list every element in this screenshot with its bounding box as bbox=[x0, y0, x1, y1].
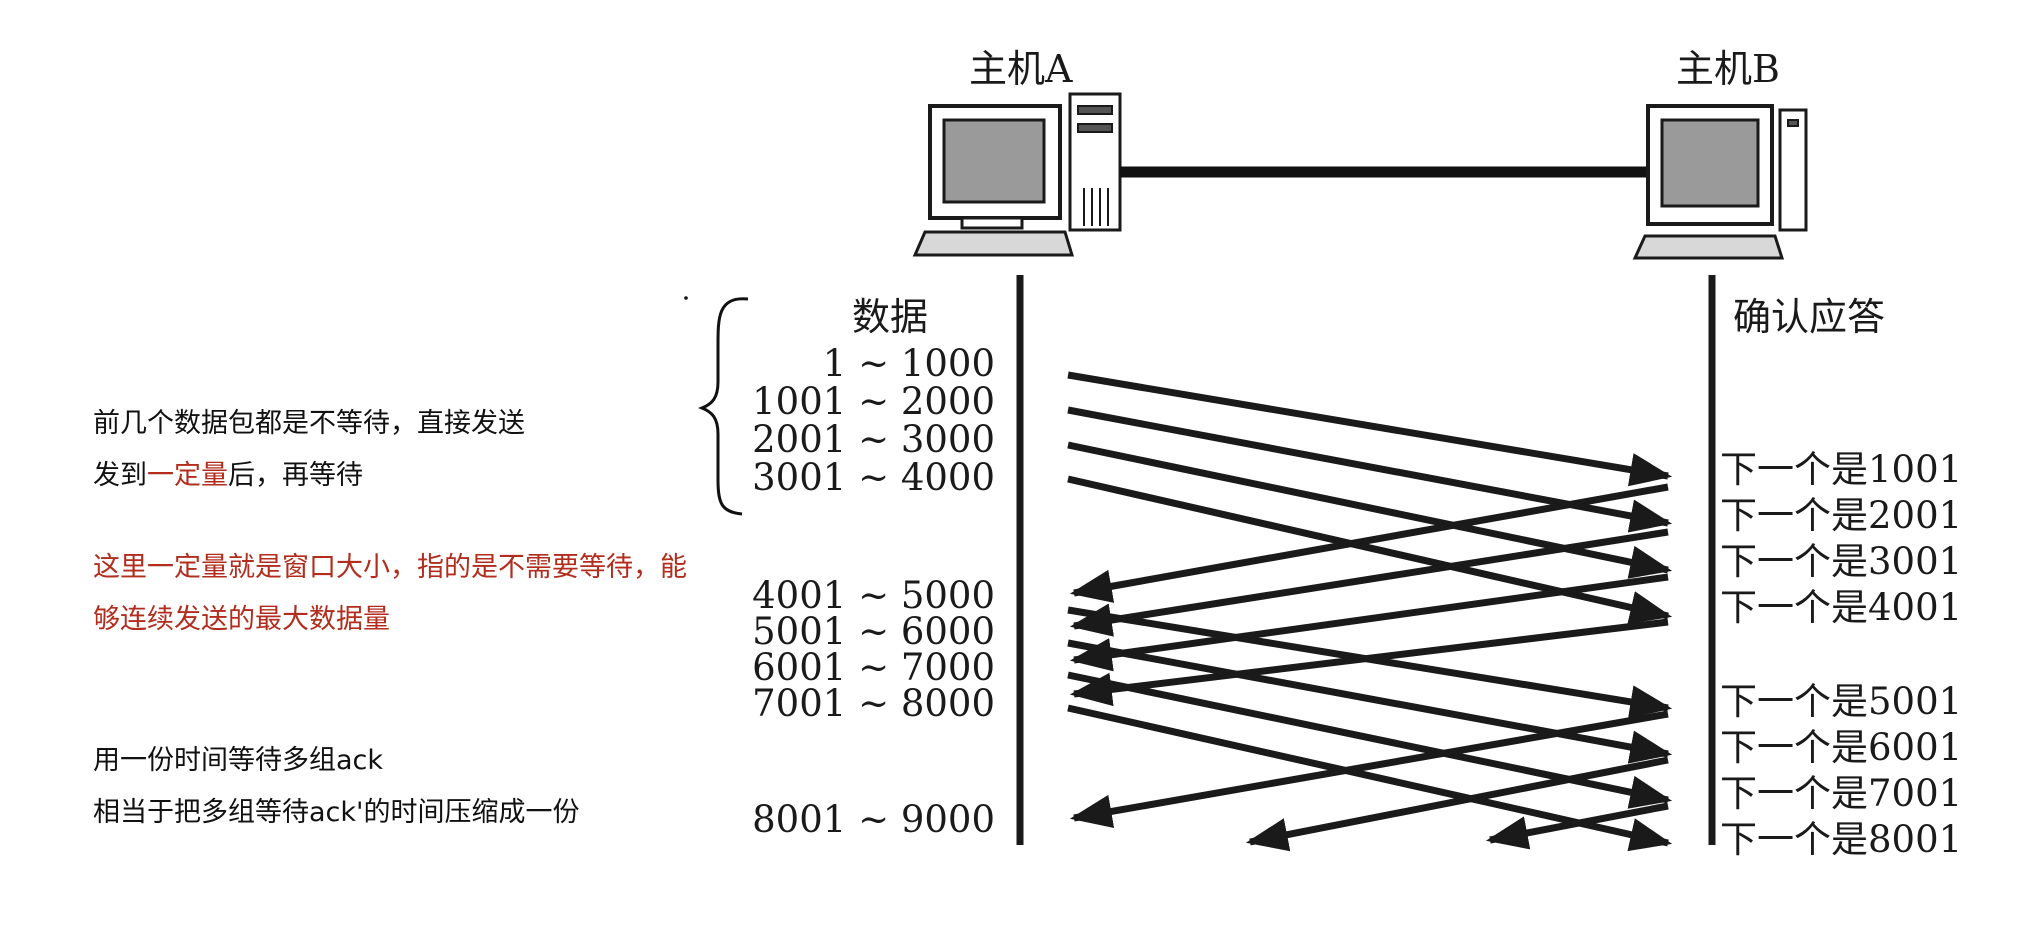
data-range-1: 1 ~ 1000 bbox=[823, 342, 995, 385]
data-range-6: 5001 ~ 6000 bbox=[752, 610, 995, 653]
ack-arrow-7 bbox=[1485, 802, 1669, 850]
data-range-8: 7001 ~ 8000 bbox=[752, 682, 995, 725]
ack-label-4: 下一个是4001 bbox=[1720, 586, 1962, 629]
note-window-size-2: 够连续发送的最大数据量 bbox=[93, 604, 390, 635]
pen-dot bbox=[684, 296, 688, 300]
ack-arrow-1 bbox=[1069, 483, 1669, 603]
ack-arrow-6 bbox=[1245, 756, 1669, 852]
ack-label-2: 下一个是2001 bbox=[1720, 494, 1962, 537]
ack-arrow-3 bbox=[1069, 573, 1669, 672]
note-suffix: 后，再等待 bbox=[228, 460, 363, 491]
data-arrow-8 bbox=[1067, 704, 1673, 852]
data-range-7: 6001 ~ 7000 bbox=[752, 646, 995, 689]
data-range-2: 1001 ~ 2000 bbox=[752, 380, 995, 423]
ack-label-5: 下一个是5001 bbox=[1720, 680, 1962, 723]
note-window-size-1: 这里一定量就是窗口大小，指的是不需要等待，能 bbox=[93, 552, 687, 583]
ack-label-8: 下一个是8001 bbox=[1720, 818, 1962, 861]
data-range-4: 3001 ~ 4000 bbox=[752, 456, 995, 499]
note-ack-wait-1: 用一份时间等待多组ack bbox=[93, 745, 384, 776]
ack-arrow-5 bbox=[1069, 710, 1669, 829]
host-a-label: 主机A bbox=[969, 47, 1073, 91]
computer-a-icon bbox=[912, 92, 1122, 257]
note-highlight-amount: 一定量 bbox=[147, 460, 228, 491]
data-range-3: 2001 ~ 3000 bbox=[752, 418, 995, 461]
data-arrow-1 bbox=[1067, 371, 1673, 487]
data-column-title: 数据 bbox=[852, 295, 928, 339]
note-prefix: 发到 bbox=[93, 460, 147, 491]
note-ack-wait-2: 相当于把多组等待ack'的时间压缩成一份 bbox=[93, 797, 580, 828]
ack-arrow-2 bbox=[1069, 528, 1669, 637]
ack-column-title: 确认应答 bbox=[1733, 295, 1885, 339]
ack-label-6: 下一个是6001 bbox=[1720, 726, 1962, 769]
host-b-label: 主机B bbox=[1676, 47, 1780, 91]
note-send-until-amount: 发到一定量后，再等待 bbox=[93, 450, 363, 502]
ack-arrow-4 bbox=[1069, 618, 1669, 707]
ack-label-7: 下一个是7001 bbox=[1720, 772, 1962, 815]
ack-label-3: 下一个是3001 bbox=[1720, 540, 1962, 583]
computer-b-icon bbox=[1632, 104, 1808, 260]
data-range-9: 8001 ~ 9000 bbox=[752, 798, 995, 841]
curly-brace bbox=[697, 297, 749, 516]
note-send-without-wait: 前几个数据包都是不等待，直接发送 bbox=[93, 408, 525, 439]
data-arrow-6 bbox=[1067, 639, 1673, 764]
ack-label-1: 下一个是1001 bbox=[1720, 448, 1962, 491]
data-range-5: 4001 ~ 5000 bbox=[752, 574, 995, 617]
